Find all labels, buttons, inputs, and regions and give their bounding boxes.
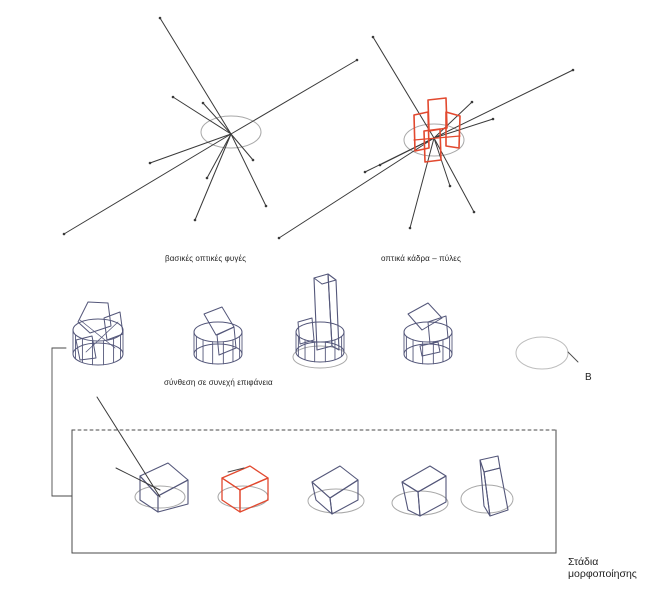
sightline-diagrams — [62, 16, 575, 240]
mass-1-piece-b — [103, 311, 124, 341]
mass-1-piece-c — [75, 335, 97, 361]
mass-4-piece-b — [427, 315, 449, 345]
empty-site-b — [515, 336, 569, 370]
mass-4-piece-a — [407, 302, 443, 331]
stage-4-left — [401, 481, 421, 517]
gate-frame-4 — [423, 128, 442, 163]
stage-5-right — [483, 467, 509, 517]
caption-frames: οπτικά κάδρα – πύλες — [381, 254, 461, 263]
frame-endpoint — [448, 184, 452, 188]
sightline-endpoint — [62, 232, 66, 236]
frame-ray — [433, 69, 574, 139]
stage-1-site — [134, 485, 186, 509]
caption-synthesis: σύνθεση σε συνεχή επιφάνεια — [164, 378, 273, 387]
stage-1-sightline — [115, 467, 161, 491]
sightline-ray — [159, 17, 232, 135]
sightline-ray — [63, 133, 232, 235]
sightline-ray — [230, 133, 254, 161]
frame-ray — [364, 137, 435, 173]
sightline-ray — [230, 133, 267, 207]
frame-endpoint — [571, 68, 575, 72]
stage-2-sightline — [227, 467, 245, 473]
sightline-endpoint — [148, 161, 152, 165]
gate-frame-1 — [427, 97, 448, 132]
mass-1-cut — [79, 319, 116, 349]
sightline-ray — [202, 102, 232, 135]
mass-4-piece-c — [419, 341, 441, 357]
stage-4-right — [417, 475, 447, 517]
mass-3-base — [295, 341, 345, 363]
site-ellipse-2 — [403, 123, 465, 157]
sightline-ray — [206, 133, 232, 179]
caption-stages-line1: Στάδια — [568, 556, 599, 568]
frame-endpoint — [472, 210, 476, 214]
frame-ray — [433, 137, 451, 187]
frame-endpoint — [470, 100, 474, 104]
site-ellipse-1 — [200, 115, 262, 149]
mass-2-piece-b — [216, 326, 237, 356]
frame-endpoint — [363, 170, 367, 174]
sightline-endpoint — [193, 218, 197, 222]
caption-sightlines: βασικές οπτικές φυγές — [165, 254, 247, 263]
stage-2-right — [239, 477, 269, 513]
composition-stages-row — [72, 273, 579, 370]
stage-3-right — [329, 479, 359, 515]
mass-3-tower-edge — [321, 279, 337, 285]
sightline-endpoint — [251, 158, 255, 162]
mass-3-piece-a — [297, 317, 315, 345]
mass-4-base — [403, 343, 453, 365]
frame-ray — [409, 137, 435, 229]
marker-b-leader — [567, 351, 579, 363]
sightline-endpoint — [264, 204, 268, 208]
mass-2-piece-a — [203, 306, 235, 336]
frame-endpoint — [277, 236, 281, 240]
frame-endpoint — [371, 35, 375, 39]
marker-b: B — [585, 372, 592, 383]
frame-ray — [278, 137, 435, 239]
sightline-ray — [194, 133, 232, 221]
gate-frame-link — [413, 135, 461, 141]
stage-3-top — [311, 465, 359, 499]
mass-1-base — [72, 342, 124, 366]
sightline-endpoint — [355, 58, 359, 62]
sightline-ray — [149, 133, 232, 164]
stage-1-right — [157, 479, 189, 513]
mass-1-piece-a — [77, 301, 112, 334]
sightline-endpoint — [201, 101, 205, 105]
frame-ray — [433, 118, 494, 139]
sightline-ray — [230, 59, 358, 135]
sightline-endpoint — [158, 16, 162, 20]
mass-3-tower-front — [313, 273, 333, 351]
sightline-endpoint — [171, 95, 175, 99]
frame-endpoint — [491, 117, 495, 121]
form-stages-frame — [51, 347, 557, 554]
sightline-ray — [172, 96, 232, 135]
frame-ray — [372, 36, 435, 139]
sightline-endpoint — [205, 176, 209, 180]
mass-1-cut — [85, 321, 119, 353]
frame-endpoint — [408, 226, 412, 230]
caption-stages-line2: μορφοποίησης — [568, 568, 637, 580]
mass-3-site — [292, 345, 348, 369]
stage-3-site — [307, 488, 365, 514]
stage-5-site — [460, 484, 514, 514]
mass-3-top — [295, 321, 345, 343]
gate-frame-2 — [413, 111, 430, 152]
mass-3-tower-side — [327, 273, 340, 351]
stage-1-sightline — [96, 396, 161, 498]
gate-frame-3 — [445, 111, 461, 149]
caption-stages: Στάδια μορφοποίησης — [568, 556, 658, 580]
mass-3-tower-edge — [313, 277, 323, 285]
